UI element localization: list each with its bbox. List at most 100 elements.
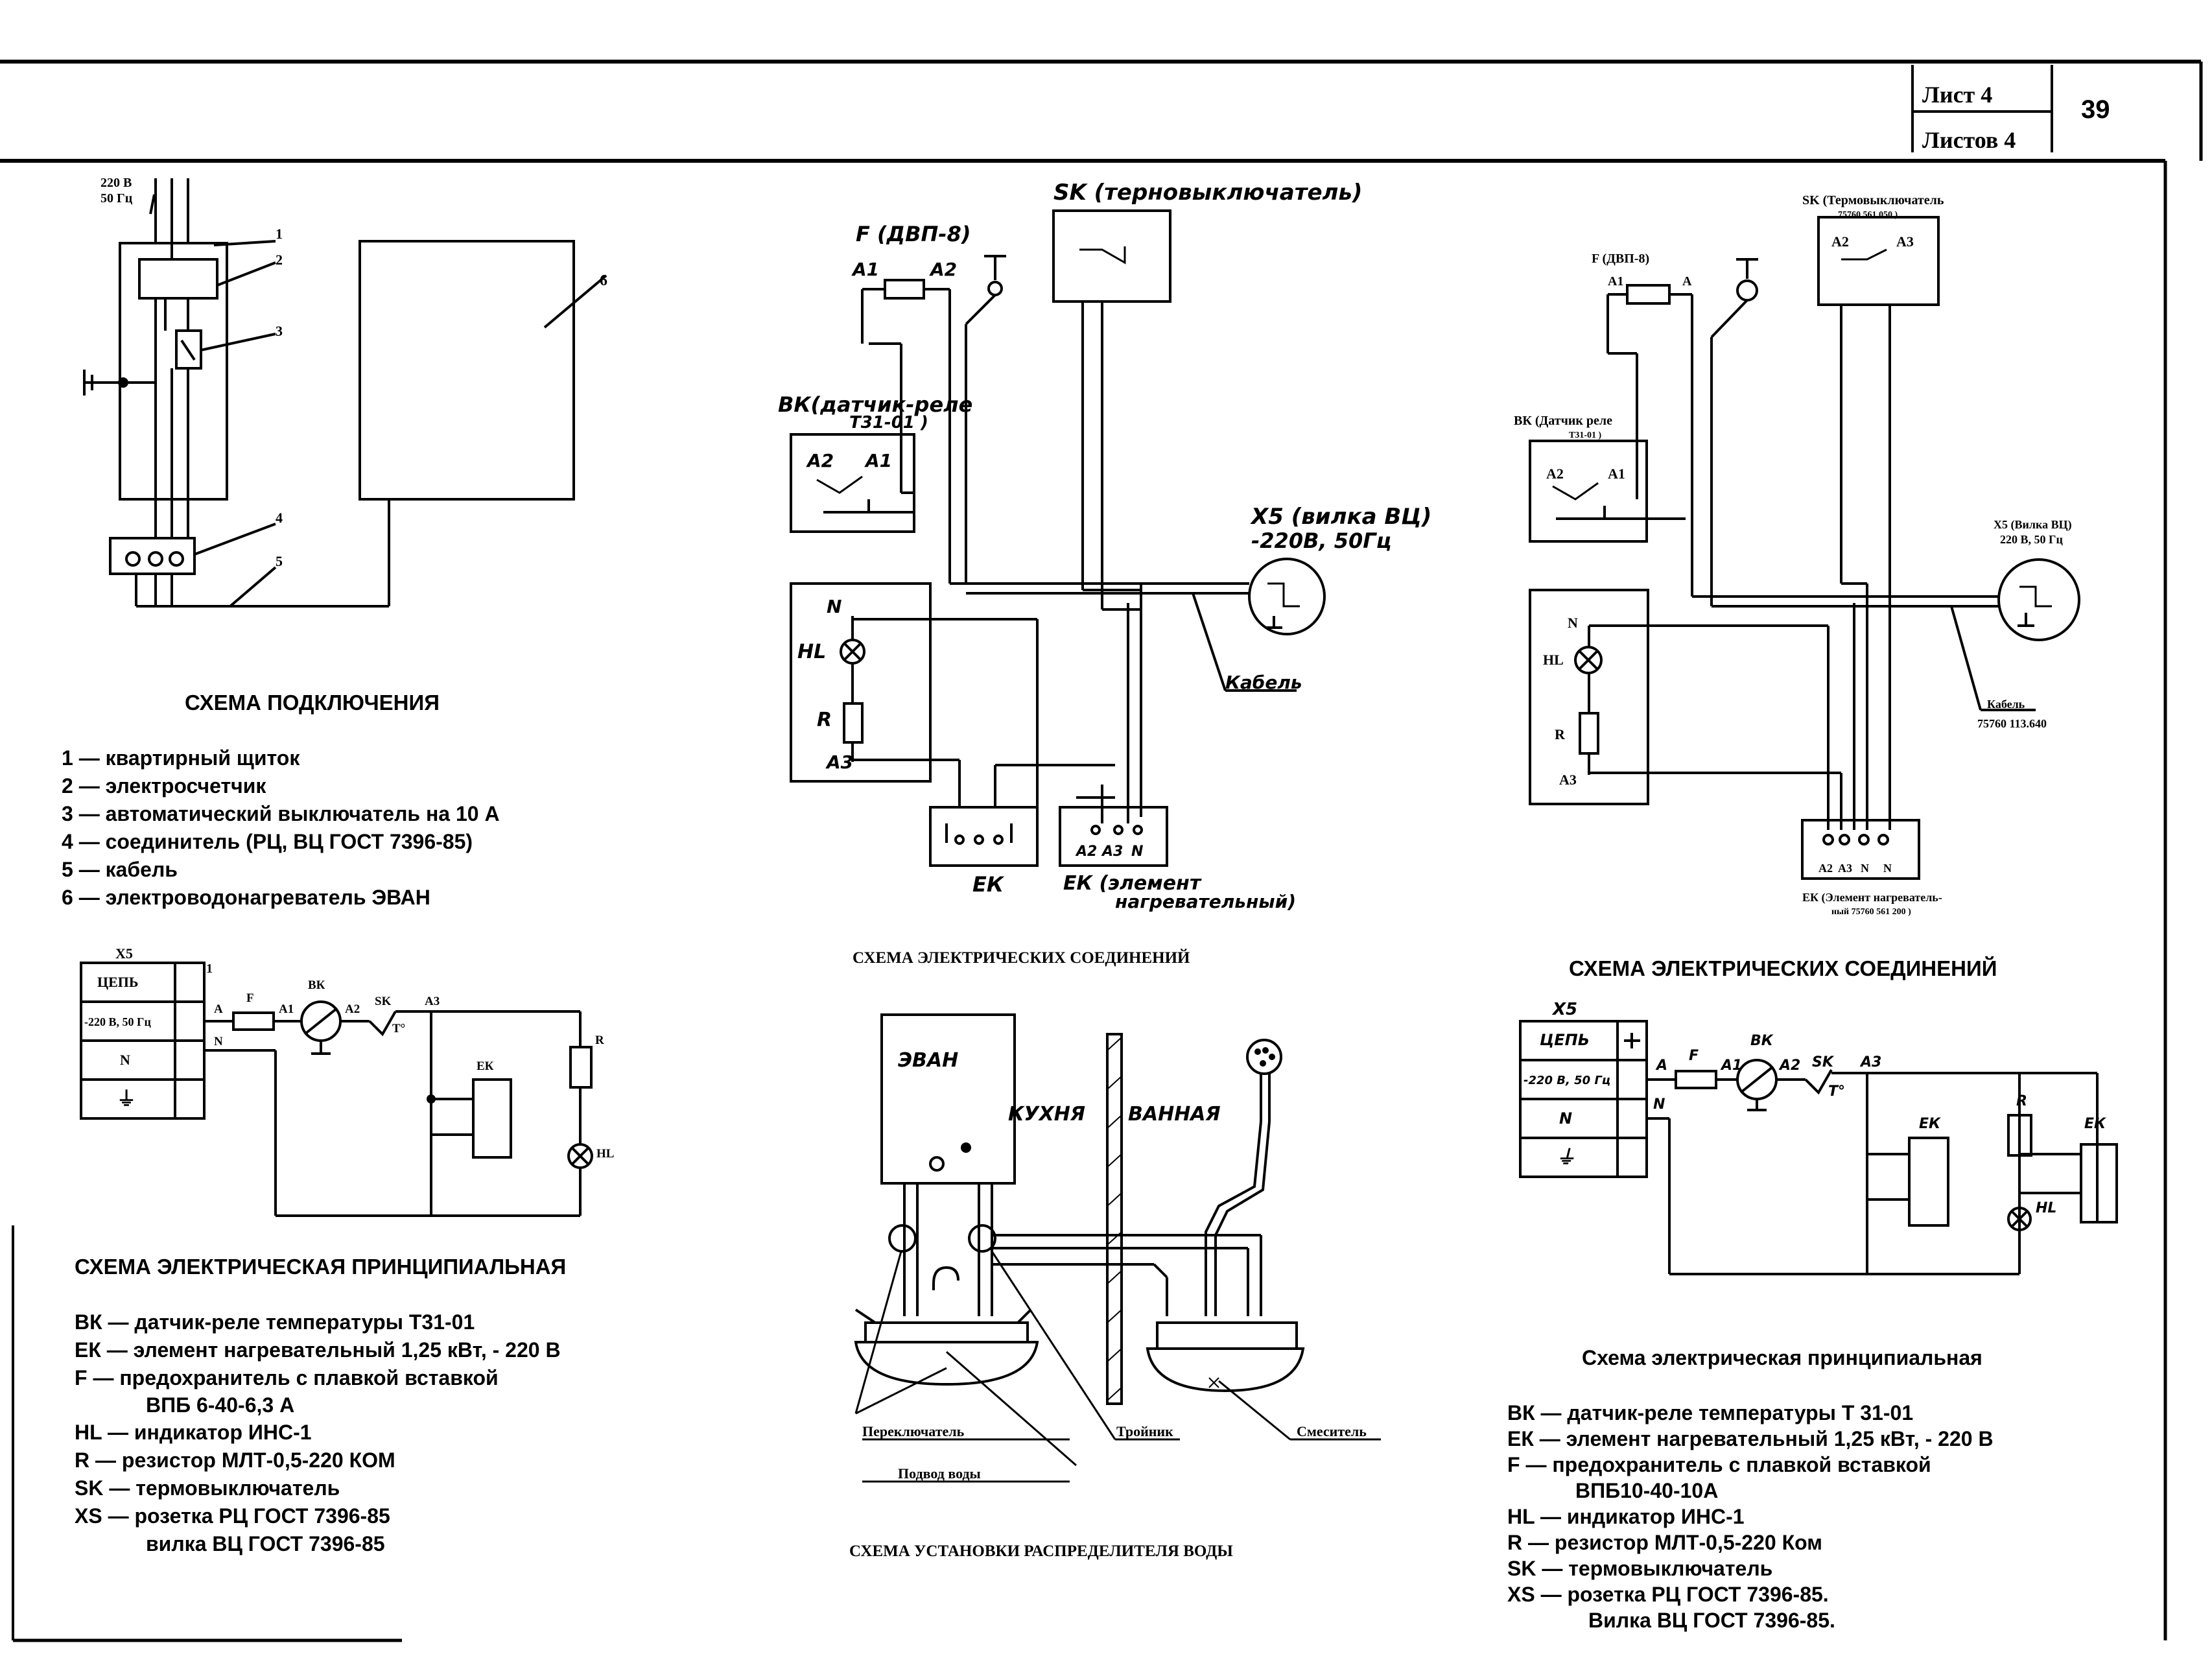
principal1-legend: ВК — датчик-реле температуры Т31-01 ЕК —…	[75, 1310, 561, 1555]
sk-pin-a3: A3	[1896, 233, 1914, 250]
lbl-a3: A3	[1859, 1054, 1881, 1070]
callout-1: 1	[276, 226, 283, 242]
fuse-f	[1626, 284, 1671, 305]
lbl-t: T°	[392, 1022, 405, 1035]
legend-line: 5 — кабель	[62, 858, 178, 881]
lbl-t: T°	[1828, 1083, 1845, 1100]
partition-wall	[1106, 1033, 1123, 1405]
bk-pin-a2: A2	[1546, 466, 1564, 482]
ek-pin-a2: A2	[1075, 844, 1097, 860]
f-pin-a2: A2	[929, 259, 957, 280]
connection-scheme: 220 В 50 Гц 1 2 3 4 5 6 СХЕ	[62, 176, 607, 909]
lbl-bk: ВК	[1750, 1033, 1774, 1049]
ek-label: ЕК (Элемент нагреватель-	[1802, 891, 1942, 904]
lbl-a2: A2	[1778, 1058, 1800, 1074]
cable-label: Кабель	[1987, 698, 2025, 711]
principal2-legend: ВК — датчик-реле температуры Т 31-01 ЕК …	[1507, 1401, 1994, 1632]
legend-line: R — резистор МЛТ-0,5-220 Ком	[1507, 1531, 1822, 1554]
lbl-a2: A2	[345, 1002, 360, 1016]
lbl-a: A	[1655, 1058, 1667, 1074]
principal-scheme-1: X5 ЦЕПЬ -220 В, 50 Гц N ⏚ 1 A F	[75, 945, 614, 1555]
lbl-f: F	[1689, 1048, 1699, 1064]
xs-designator: X5	[1551, 1000, 1577, 1019]
ek-block-right	[1059, 806, 1168, 867]
heating-element-ek-2	[2080, 1143, 2118, 1223]
indicator-panel	[790, 582, 932, 783]
xs-label: X5 (Вилка ВЦ)	[1994, 518, 2072, 532]
xs-row-n: N	[1559, 1109, 1572, 1128]
electricity-meter	[138, 258, 218, 300]
sk-label: SK (Термовыключатель	[1802, 193, 1944, 207]
wiring-scheme-2: SK (Термовыключатель 75760 561 050 ) A2 …	[1514, 193, 2080, 980]
bk-model: Т31-01 )	[849, 413, 928, 432]
wiring-scheme-1: SK (терновыключатель) F (ДВП-8) A1 A2 ВК…	[778, 180, 1431, 967]
wiring1-title: СХЕМА ЭЛЕКТРИЧЕСКИХ СОЕДИНЕНИЙ	[853, 949, 1190, 967]
callout-6: 6	[600, 272, 607, 289]
evan-heater-body	[880, 1013, 1016, 1185]
sheet-label: Лист 4	[1922, 82, 1992, 108]
xs-num: 1	[206, 962, 213, 976]
legend-line: ВПБ10-40-10А	[1575, 1479, 1718, 1502]
legend-line: 2 — электросчетчик	[62, 774, 266, 798]
title-block: Лист 4 Листов 4 39	[0, 60, 2203, 1642]
ek-pin-a2: A2	[1818, 862, 1833, 875]
xs-designator: X5	[115, 945, 133, 962]
connector-block	[109, 537, 196, 575]
thermal-switch-box	[1052, 209, 1171, 303]
resistor-r	[569, 1046, 593, 1089]
legend-line: 4 — соединитель (РЦ, ВЦ ГОСТ 7396-85)	[62, 830, 473, 853]
lbl-ek2: ЕК	[2084, 1116, 2106, 1132]
xs-row-voltage: -220 В, 50 Гц	[84, 1015, 151, 1028]
panel-n: N	[827, 596, 841, 617]
lbl-a1: A1	[279, 1002, 294, 1016]
xs-plug	[1248, 558, 1326, 635]
f-pin-a1: A1	[1608, 274, 1623, 289]
tee-label: Тройник	[1116, 1423, 1173, 1439]
ek-pin-a3: A3	[1101, 844, 1123, 860]
heating-element-ek-1	[1908, 1137, 1949, 1227]
bk-pin-a1: A1	[864, 450, 892, 471]
callout-2: 2	[276, 252, 283, 268]
cable-label: Кабель	[1225, 672, 1302, 693]
legend-line: 3 — автоматический выключатель на 10 А	[62, 802, 500, 825]
heater-label: ЭВАН	[898, 1049, 958, 1072]
bk-relay-box	[790, 433, 915, 533]
bk-label: ВК (Датчик реле	[1514, 414, 1612, 428]
water-heater-evan	[359, 240, 575, 501]
fuse-f	[232, 1011, 275, 1031]
callout-4: 4	[276, 510, 283, 526]
xs-row-ground: ⏚	[1556, 1146, 1575, 1169]
legend-line: вилка ВЦ ГОСТ 7396-85	[146, 1532, 385, 1555]
principal2-title: Схема электрическая принципиальная	[1582, 1346, 1983, 1369]
sk-pin-a2: A2	[1831, 233, 1849, 250]
switch-label: Переключатель	[862, 1423, 965, 1439]
callout-3: 3	[276, 323, 283, 339]
indicator-panel	[1529, 589, 1649, 805]
supply-voltage: 220 В	[100, 176, 132, 190]
lbl-n: N	[214, 1035, 223, 1048]
installation-scheme: ЭВАН КУХНЯ ВАННАЯ	[849, 1013, 1381, 1560]
bk-label: ВК(датчик-реле	[778, 392, 972, 417]
bk-pin-a1: A1	[1608, 466, 1625, 482]
bk-pin-a2: A2	[806, 450, 834, 471]
sheets-total-label: Листов 4	[1922, 127, 2016, 153]
legend-line: HL — индикатор ИНС-1	[1507, 1505, 1745, 1528]
page-number: 39	[2081, 95, 2110, 124]
xs-row-n: N	[120, 1052, 130, 1068]
ek-label: ЕК	[972, 872, 1005, 897]
legend-line: SK — термовыключатель	[75, 1476, 340, 1500]
ek-pin-n2: N	[1883, 862, 1892, 875]
legend-line: ВК — датчик-реле температуры Т 31-01	[1507, 1401, 1913, 1424]
supply-label: Подвод воды	[898, 1465, 981, 1482]
ek-pin-n: N	[1131, 844, 1143, 860]
thermal-switch-sk	[1804, 1069, 1833, 1095]
fuse-f	[884, 279, 925, 300]
sk-label: SK (терновыключатель)	[1053, 180, 1362, 206]
ek-block	[1801, 819, 1920, 880]
panel-hl: HL	[1543, 652, 1564, 668]
lbl-hl: HL	[596, 1147, 614, 1161]
panel-a3: A3	[825, 751, 853, 773]
xs-row-voltage: -220 В, 50 Гц	[1524, 1074, 1610, 1087]
legend-line: R — резистор МЛТ-0,5-220 КОМ	[75, 1448, 395, 1472]
panel-r: R	[817, 709, 832, 731]
